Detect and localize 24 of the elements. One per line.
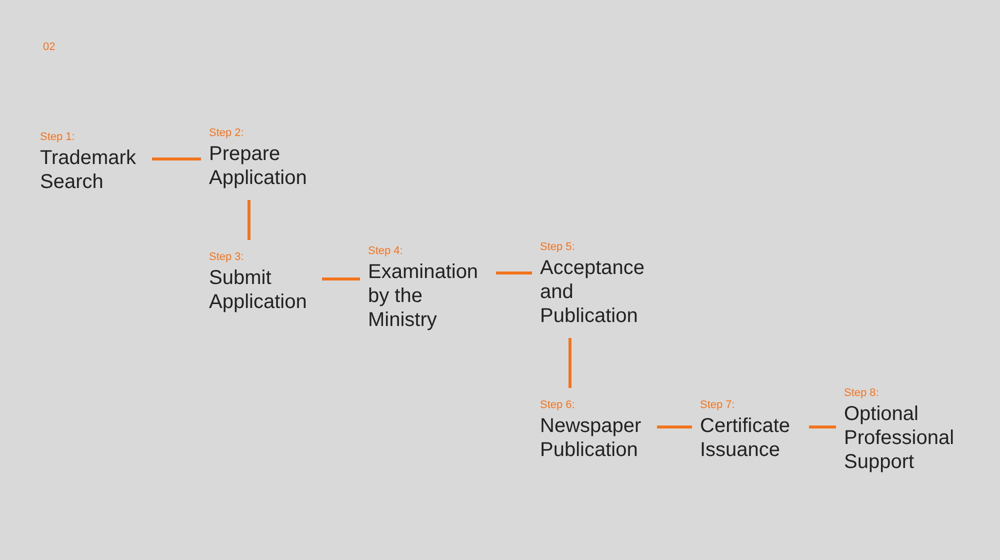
step-title: Newspaper Publication — [540, 414, 642, 462]
step-label: Step 3: — [209, 250, 244, 264]
connector-line — [496, 272, 532, 274]
connector-line — [809, 426, 836, 428]
step-title: Prepare Application — [209, 142, 308, 190]
step-title: Submit Application — [209, 266, 308, 314]
step-title: Optional Professional Support — [844, 402, 956, 474]
step-title: Trademark Search — [40, 146, 137, 194]
connector-line — [322, 278, 360, 280]
step-label: Step 4: — [368, 244, 403, 258]
connector-line — [657, 426, 692, 428]
step-label: Step 6: — [540, 398, 575, 412]
page-number: 02 — [43, 41, 56, 54]
step-label: Step 7: — [700, 398, 735, 412]
step-title: Certificate Issuance — [700, 414, 792, 462]
connector-line — [248, 200, 250, 240]
connector-line — [152, 158, 201, 160]
step-title: Acceptance and Publication — [540, 256, 646, 328]
step-label: Step 1: — [40, 130, 75, 144]
step-label: Step 8: — [844, 386, 879, 400]
step-title: Examination by the Ministry — [368, 260, 480, 332]
step-label: Step 5: — [540, 240, 575, 254]
step-label: Step 2: — [209, 126, 244, 140]
connector-line — [568, 338, 572, 388]
